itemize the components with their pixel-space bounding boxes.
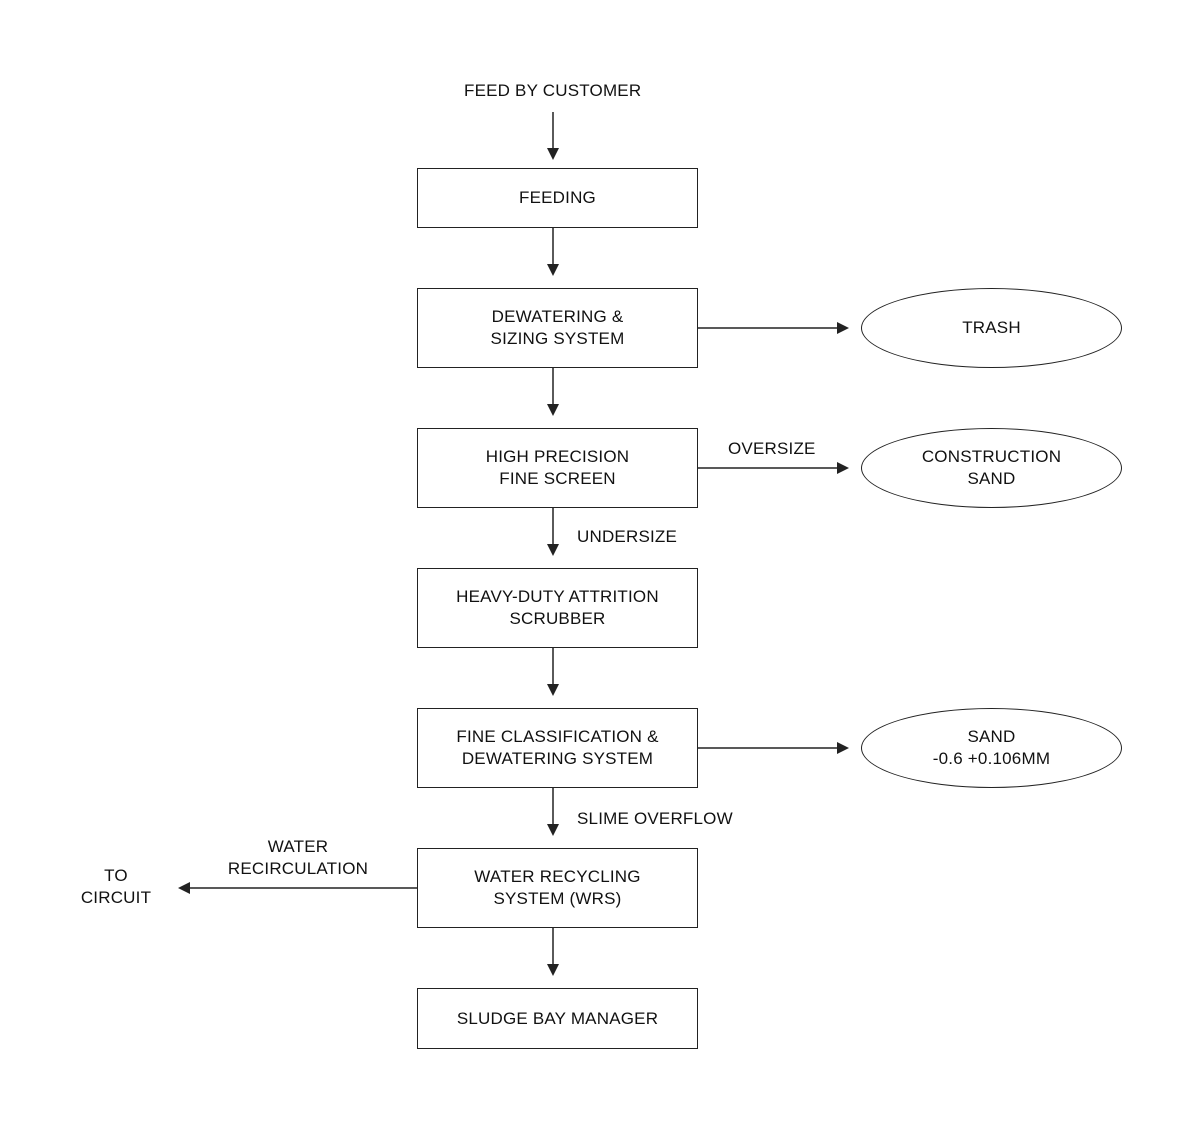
node-feeding-line-1: FEEDING — [519, 188, 596, 207]
label-circuit-line-1: TO — [104, 866, 128, 885]
node-dewatering-line-2: SIZING SYSTEM — [490, 329, 625, 348]
label-circuit-line-2: CIRCUIT — [80, 888, 152, 907]
node-fine-screen: HIGH PRECISION FINE SCREEN — [417, 428, 698, 508]
output-construction-line-1: CONSTRUCTION — [921, 447, 1062, 466]
node-classify-line-1: FINE CLASSIFICATION & — [456, 727, 659, 746]
node-classify-line-2: DEWATERING SYSTEM — [461, 749, 654, 768]
node-feeding: FEEDING — [417, 168, 698, 228]
label-slime-overflow: SLIME OVERFLOW — [577, 809, 733, 828]
node-attrition-scrubber: HEAVY-DUTY ATTRITION SCRUBBER — [417, 568, 698, 648]
output-construction-sand: CONSTRUCTION SAND — [861, 428, 1122, 508]
output-sand-line-1: SAND — [967, 727, 1016, 746]
output-sand-line-2: -0.6 +0.106MM — [932, 749, 1051, 768]
label-feed-by-customer: FEED BY CUSTOMER — [464, 81, 642, 100]
output-construction-line-2: SAND — [967, 469, 1016, 488]
label-to-circuit: TO CIRCUIT — [74, 865, 158, 909]
node-screen-line-1: HIGH PRECISION — [485, 447, 630, 466]
label-oversize: OVERSIZE — [728, 439, 816, 458]
node-wrs-line-2: SYSTEM (WRS) — [493, 889, 622, 908]
label-undersize: UNDERSIZE — [577, 527, 678, 546]
output-trash: TRASH — [861, 288, 1122, 368]
node-screen-line-2: FINE SCREEN — [499, 469, 616, 488]
node-sludge-line-1: SLUDGE BAY MANAGER — [456, 1008, 659, 1028]
node-sludge-bay: SLUDGE BAY MANAGER — [417, 988, 698, 1049]
node-dewatering-sizing: DEWATERING & SIZING SYSTEM — [417, 288, 698, 368]
node-wrs-line-1: WATER RECYCLING — [474, 867, 641, 886]
node-fine-classification: FINE CLASSIFICATION & DEWATERING SYSTEM — [417, 708, 698, 788]
node-scrubber-line-1: HEAVY-DUTY ATTRITION — [456, 587, 659, 606]
label-water-recirculation: WATER RECIRCULATION — [224, 836, 372, 880]
output-trash-line-1: TRASH — [962, 318, 1021, 337]
label-water-line-1: WATER — [267, 837, 329, 856]
node-water-recycling: WATER RECYCLING SYSTEM (WRS) — [417, 848, 698, 928]
label-water-line-2: RECIRCULATION — [227, 859, 369, 878]
node-scrubber-line-2: SCRUBBER — [509, 609, 606, 628]
node-dewatering-line-1: DEWATERING & — [491, 307, 624, 326]
output-sand: SAND -0.6 +0.106MM — [861, 708, 1122, 788]
